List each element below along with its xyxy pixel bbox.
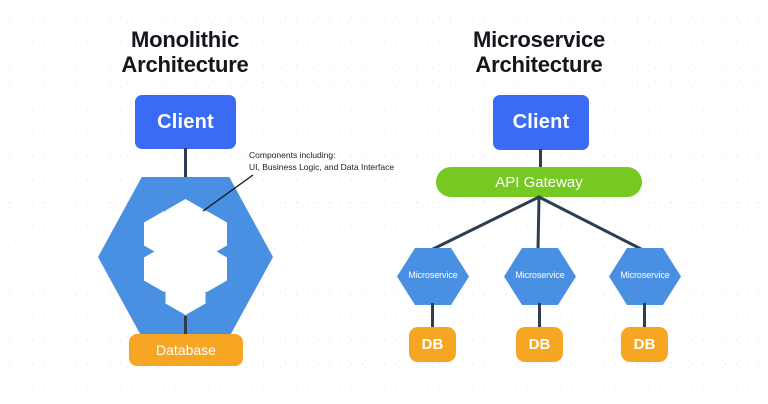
connector-client-to-gateway — [539, 149, 542, 168]
microservice-node-1[interactable]: Microservice — [397, 248, 469, 305]
monolith-annotation-text: Components including: UI, Business Logic… — [249, 150, 395, 172]
microservice-database-node-2[interactable]: DB — [516, 327, 563, 362]
connector-monolith-to-database — [184, 316, 187, 336]
monolithic-title: Monolithic Architecture — [121, 27, 249, 77]
connector-ms3-to-db3 — [643, 303, 646, 329]
annotation-leader-line — [202, 174, 254, 212]
api-gateway-label: API Gateway — [495, 173, 583, 191]
microservice-title: Microservice Architecture — [472, 27, 606, 77]
connector-gateway-to-ms2 — [536, 195, 541, 252]
microservice-hexagon-shape-2 — [504, 248, 576, 305]
microservice-database-label-1: DB — [421, 336, 444, 353]
microservice-node-2[interactable]: Microservice — [504, 248, 576, 305]
monolith-database-node[interactable]: Database — [129, 334, 243, 366]
microservice-database-node-3[interactable]: DB — [621, 327, 668, 362]
connector-ms2-to-db2 — [538, 303, 541, 329]
microservice-database-node-1[interactable]: DB — [409, 327, 456, 362]
monolith-hexagon-shape — [98, 177, 273, 337]
microservice-client-node[interactable]: Client — [493, 95, 589, 150]
microservice-database-label-3: DB — [633, 336, 656, 353]
monolith-inner-cells — [144, 199, 227, 315]
connector-gateway-to-ms3 — [537, 195, 645, 252]
connector-ms1-to-db1 — [431, 303, 434, 329]
microservice-node-3[interactable]: Microservice — [609, 248, 681, 305]
inner-hexagon-bottom — [165, 269, 206, 315]
microservice-hexagon-shape-1 — [397, 248, 469, 305]
gateway-fanout-connectors — [429, 195, 645, 252]
api-gateway-node[interactable]: API Gateway — [436, 167, 642, 197]
monolithic-client-node[interactable]: Client — [135, 95, 236, 149]
microservice-hexagon-shape-3 — [609, 248, 681, 305]
monolithic-client-label: Client — [157, 110, 214, 133]
microservice-client-label: Client — [512, 111, 570, 133]
monolith-database-label: Database — [156, 342, 216, 358]
microservice-database-label-2: DB — [528, 336, 551, 353]
connector-gateway-to-ms1 — [429, 195, 541, 252]
monolith-hexagon-node[interactable] — [98, 177, 273, 337]
connector-client-to-monolith — [184, 148, 187, 179]
